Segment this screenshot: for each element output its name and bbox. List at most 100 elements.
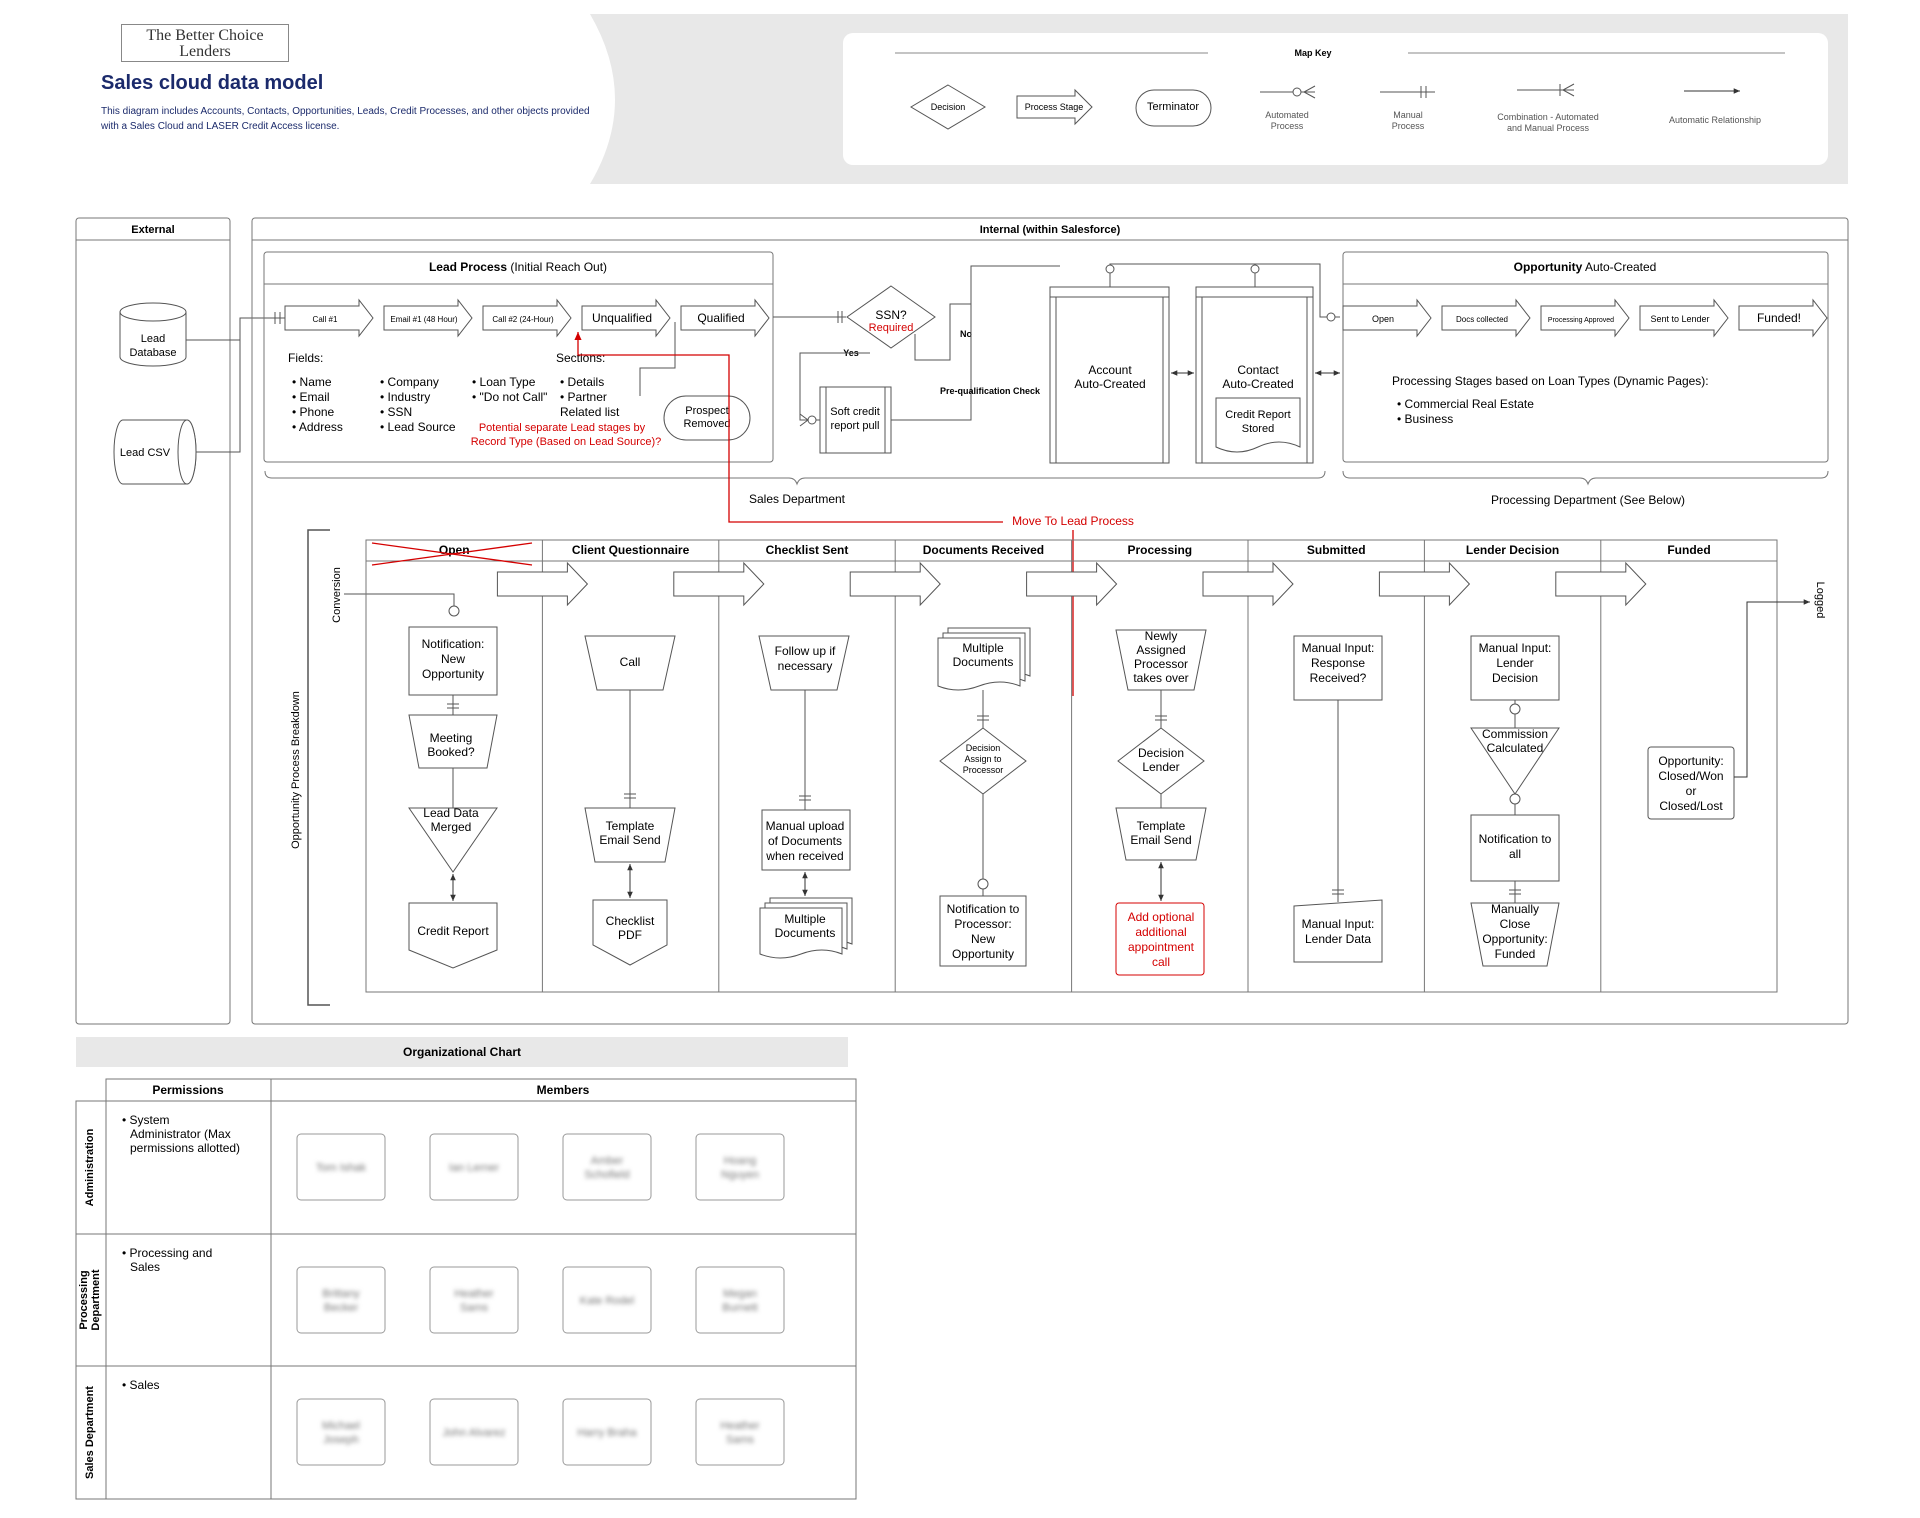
lead-csv-label: Lead CSV [120, 447, 171, 459]
sales-department-label: Sales Department [749, 492, 846, 506]
org-dept-label-2-0: Sales Department [84, 1386, 96, 1479]
member-card-2-1[interactable] [429, 1398, 519, 1466]
key-manual-icon [1380, 86, 1435, 98]
stage-chevron-4 [680, 298, 770, 338]
member-card-2-3[interactable] [695, 1398, 785, 1466]
p-add-line-3: call [1152, 955, 1170, 969]
account-label-2: Auto-Created [1074, 377, 1145, 391]
l-notif-line-1: all [1509, 847, 1521, 861]
org-dept-label-1-1: Department [90, 1269, 102, 1330]
member-card-2-0[interactable] [296, 1398, 386, 1466]
l-close-line-1: Close [1500, 917, 1531, 931]
member-name-1-0-1: Becker [324, 1302, 359, 1314]
l-close-line-2: Opportunity: [1482, 932, 1547, 946]
org-perm-2-0: • Sales [122, 1378, 160, 1392]
org-dept-label-0-0: Administration [84, 1128, 96, 1206]
c-follow-line-0: Follow up if [775, 644, 836, 658]
l-manual-line-0: Manual Input: [1479, 641, 1552, 655]
stage-chevron-1 [1441, 298, 1531, 338]
member-card-0-3[interactable] [695, 1133, 785, 1201]
external-connectors [186, 312, 285, 453]
member-card-1-1[interactable] [429, 1266, 519, 1334]
open-notif-line-0: Notification: [422, 637, 485, 651]
member-card-1-3[interactable] [695, 1266, 785, 1334]
c-upload-line-1: of Documents [768, 834, 842, 848]
breakdown-stage-arrows [496, 561, 1647, 607]
soft-credit-label-1: Soft credit [830, 406, 880, 418]
call-manual-op [584, 635, 676, 691]
column-header-4: Processing [1127, 543, 1192, 557]
column-header-5: Submitted [1307, 543, 1366, 557]
d-decision-line-0: Decision [966, 743, 1001, 753]
processing-department-brace [1342, 470, 1829, 486]
member-name-1-3-1: Burnett [722, 1302, 757, 1314]
q-check-line-0: Checklist [606, 914, 655, 928]
sections-label: Sections: [556, 351, 605, 365]
ssn-decision-diamond [846, 285, 936, 349]
open-notif-line-2: Opportunity [422, 667, 484, 681]
opportunity-closed [1647, 746, 1735, 820]
move-to-lead-label-bg [1003, 512, 1143, 530]
sales-department-brace [264, 470, 1326, 486]
member-name-1-0-0: Brittany [322, 1288, 360, 1300]
open-merge-line-0: Lead Data [423, 806, 479, 820]
d-notif-line-3: Opportunity [952, 947, 1014, 961]
p-newly-line-3: takes over [1133, 671, 1188, 685]
member-name-1-1-0: Heather [454, 1288, 493, 1300]
f-closed-line-3: Closed/Lost [1659, 799, 1723, 813]
column-header-1: Client Questionnaire [572, 543, 690, 557]
manually-close-funded [1470, 902, 1560, 967]
p-add-line-1: additional [1135, 925, 1186, 939]
member-name-2-2-0: Harry Braha [577, 1427, 637, 1439]
key-decision-label: Decision [931, 102, 966, 112]
member-name-0-3-1: Nguyen [721, 1169, 759, 1181]
c-upload-line-2: when received [765, 849, 843, 863]
stage-label-0: Call #1 [313, 315, 338, 324]
key-manual-label-1: Manual [1393, 110, 1423, 120]
field-fields_col1-0: • Name [292, 375, 332, 389]
member-card-0-2[interactable] [562, 1133, 652, 1201]
lead-database-cylinder [119, 302, 187, 367]
stage-arrow-5 [1378, 561, 1471, 607]
lead-csv-cylinder [113, 419, 197, 485]
prospect-label-2: Removed [683, 418, 730, 430]
conversion-connector [344, 593, 455, 612]
member-card-1-2[interactable] [562, 1266, 652, 1334]
stage-arrow-1 [673, 561, 765, 607]
org-chart-header [76, 1037, 848, 1067]
member-card-0-1[interactable] [429, 1133, 519, 1201]
opportunity-title: Opportunity Auto-Created [1514, 260, 1657, 274]
p-newly-line-1: Assigned [1136, 643, 1185, 657]
org-perm-0-1: Administrator (Max [130, 1127, 231, 1141]
column-header-2: Checklist Sent [766, 543, 849, 557]
member-name-1-2-0: Kate Rodel [580, 1295, 634, 1307]
stage-arrow-6 [1555, 561, 1647, 607]
field-fields_col1-3: • Address [292, 420, 343, 434]
p-decision-line-1: Lender [1142, 760, 1179, 774]
member-card-2-2[interactable] [562, 1398, 652, 1466]
member-card-0-0[interactable] [296, 1133, 386, 1201]
p-add-line-0: Add optional [1128, 910, 1195, 924]
p-add-line-2: appointment [1128, 940, 1195, 954]
notification-to-all [1470, 814, 1560, 882]
stage-label-2: Call #2 (24-Hour) [492, 315, 554, 324]
key-automated-label-1: Automated [1265, 110, 1309, 120]
template-email-send-2 [1115, 807, 1207, 861]
ssn-no-label: No [960, 329, 972, 339]
member-card-1-0[interactable] [296, 1266, 386, 1334]
unqualified-connector [639, 322, 676, 396]
l-close-line-3: Funded [1495, 947, 1536, 961]
key-combination-icon [1517, 83, 1575, 97]
stage-chevron-0 [284, 298, 374, 338]
ssn-required-label: Required [869, 322, 914, 334]
lender-decision-connectors [1509, 700, 1521, 903]
